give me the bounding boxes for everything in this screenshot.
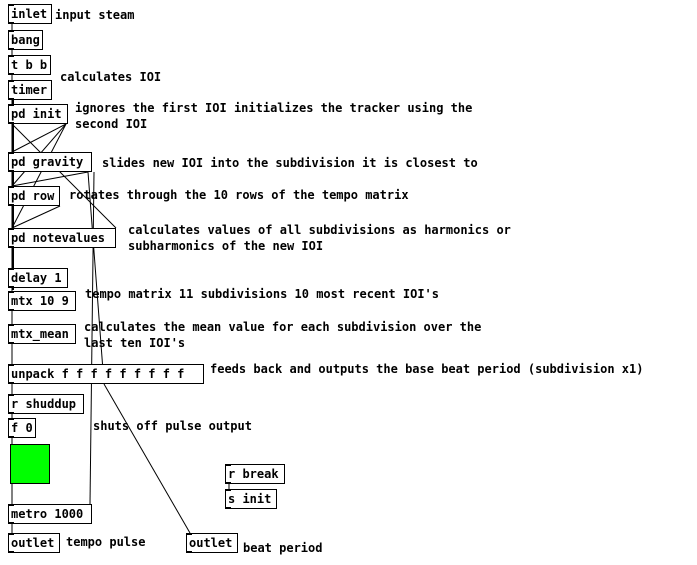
receive-break-object[interactable]: r break [225,464,285,484]
comment-notevalues-1: calculates values of all subdivisions as… [128,223,511,237]
comment-row: rotates through the 10 rows of the tempo… [69,188,409,202]
cord [11,123,67,229]
float-object[interactable]: f 0 [8,418,36,438]
receive-shuddup-object[interactable]: r shuddup [8,394,84,414]
comment-matrix: tempo matrix 11 subdivisions 10 most rec… [85,287,440,301]
comment-ioi: calculates IOI [60,70,162,84]
toggle-green[interactable] [10,444,50,484]
pd-init-subpatch[interactable]: pd init [8,104,68,124]
inlet-object[interactable]: inlet [8,4,52,24]
cord [11,205,61,229]
pd-gravity-subpatch[interactable]: pd gravity [8,152,92,172]
mtx-mean-object[interactable]: mtx_mean [8,324,76,344]
send-init-object[interactable]: s init [225,489,277,509]
cord [87,171,105,385]
outlet-tempo-object[interactable]: outlet [8,533,60,553]
comment-init-1: ignores the first IOI initializes the tr… [75,101,473,115]
metro-object[interactable]: metro 1000 [8,504,92,524]
comment-input: input steam [55,8,135,22]
cord [89,171,95,505]
pd-notevalues-subpatch[interactable]: pd notevalues [8,228,116,248]
comment-feedback: feeds back and outputs the base beat per… [210,362,644,376]
delay-object[interactable]: delay 1 [8,268,68,288]
bang-object[interactable]: bang [8,30,43,50]
mtx-object[interactable]: mtx 10 9 [8,291,76,311]
comment-notevalues-2: subharmonics of the new IOI [128,239,324,253]
comment-mean-1: calculates the mean value for each subdi… [84,320,482,334]
outlet-beat-object[interactable]: outlet [186,533,238,553]
comment-beat-period: beat period [243,541,323,555]
timer-object[interactable]: timer [8,80,52,100]
cord [103,383,191,534]
trigger-object[interactable]: t b b [8,55,51,75]
cord [11,123,67,153]
unpack-object[interactable]: unpack f f f f f f f f f [8,364,204,384]
comment-mean-2: last ten IOI's [84,336,186,350]
comment-tempo-pulse: tempo pulse [66,535,146,549]
comment-shutoff: shuts off pulse output [93,419,252,433]
comment-init-2: second IOI [75,117,148,131]
cord [11,171,89,187]
pd-row-subpatch[interactable]: pd row [8,186,60,206]
comment-gravity: slides new IOI into the subdivision it i… [102,156,478,170]
